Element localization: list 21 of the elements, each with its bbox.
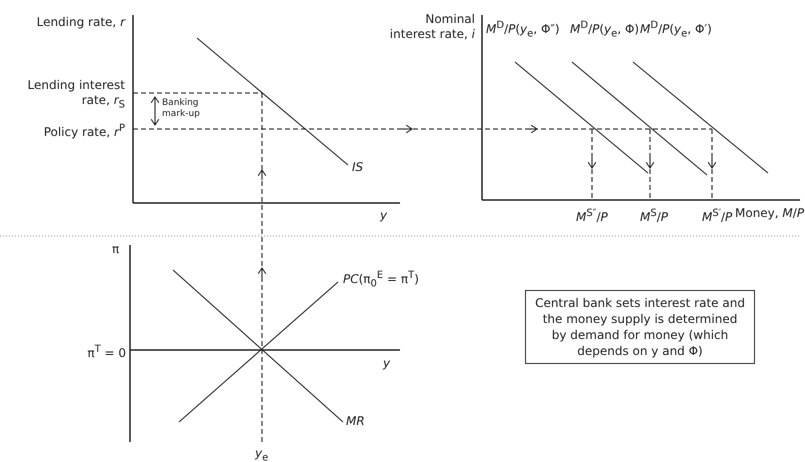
axis-label: M$^{S′}$/P — [702, 207, 732, 225]
axis-title: Lending rate, r — [36, 15, 125, 30]
axis-title: Nominal interest rate, i — [388, 12, 475, 42]
curve-label: M$^{D}$/P(y$_{e}$, Φ″) — [486, 19, 560, 42]
axis-label: y$_{e}$ — [255, 446, 268, 462]
curve-label: PC(π$_{0}$$^{E}$ = π$^{T}$) — [343, 269, 419, 292]
axis-label: M$^{S}$/P — [640, 207, 668, 225]
axis-label: y — [380, 208, 388, 223]
axis-label: π$^{T}$ = 0 — [86, 343, 126, 361]
curve-label: MR — [346, 414, 365, 429]
axis-label: y — [383, 356, 390, 371]
annotation-text: Banking mark-up — [162, 98, 201, 120]
axis-title: Money, M/P — [735, 206, 804, 221]
curve-label: M$^{D}$/P(y$_{e}$, Φ′) — [640, 19, 712, 42]
curve-label: M$^{D}$/P(y$_{e}$, Φ) — [570, 19, 640, 42]
axis-label: M$^{S″}$/P — [576, 207, 608, 225]
axis-label: Policy rate, r$^{P}$ — [42, 122, 125, 140]
axis-label: π — [112, 242, 120, 257]
curve-label: IS — [352, 160, 364, 175]
note-box: Central bank sets interest rate and the money supply is determined by demand for money (which depends on y and Φ) — [525, 290, 755, 364]
axis-label: Lending interest rate, r$_{S}$ — [26, 78, 125, 112]
